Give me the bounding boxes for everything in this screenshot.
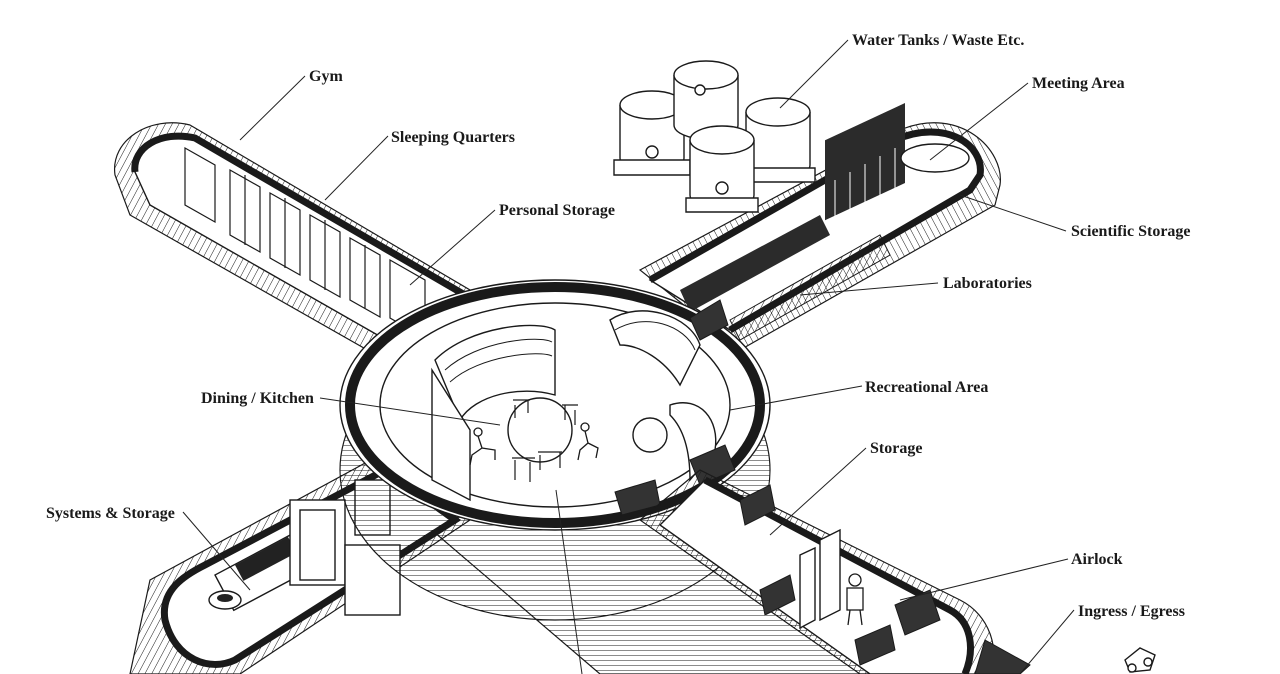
rover-icon [1124,647,1156,673]
label-gym: Gym [309,68,343,85]
label-dining-kitchen: Dining / Kitchen [201,390,314,407]
labels: Gym Sleeping Quarters Personal Storage W… [46,32,1191,620]
label-personal-storage: Personal Storage [499,202,615,219]
laboratory-arm [638,102,1001,351]
label-systems-storage: Systems & Storage [46,505,175,522]
label-sleeping-quarters: Sleeping Quarters [391,129,515,146]
label-ingress-egress: Ingress / Egress [1078,603,1185,620]
airlock-arm [639,469,1031,674]
label-meeting-area: Meeting Area [1032,75,1125,92]
water-tanks [613,60,816,213]
label-scientific-storage: Scientific Storage [1071,223,1191,240]
central-hub [339,279,771,621]
label-airlock: Airlock [1071,551,1123,568]
label-recreational-area: Recreational Area [865,379,988,396]
label-storage: Storage [870,440,922,457]
label-water-tanks: Water Tanks / Waste Etc. [852,32,1024,49]
leader-lines [182,39,1075,674]
label-laboratories: Laboratories [943,275,1032,292]
